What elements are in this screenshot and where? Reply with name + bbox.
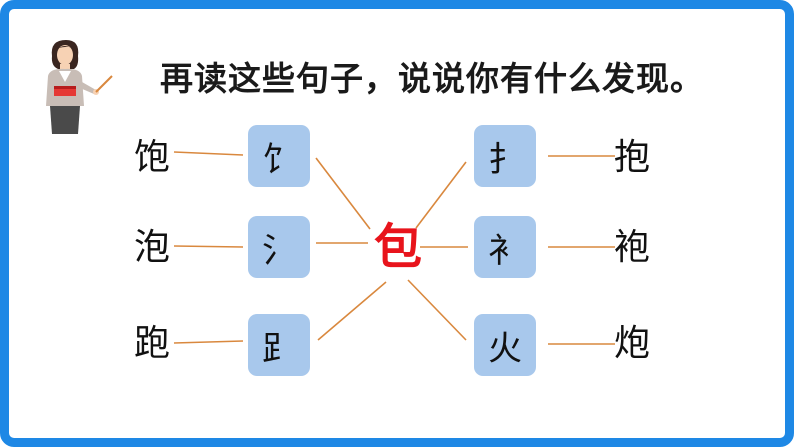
left-char-2: 泡 (133, 227, 170, 268)
connector-center-br (407, 279, 467, 341)
right-radical-tile-3: 火 (474, 314, 536, 376)
left-radical-tile-3: ⻊ (248, 314, 310, 376)
connector-left-3 (173, 340, 244, 344)
right-char-1: 抱 (613, 137, 650, 178)
connector-left-2 (173, 245, 244, 248)
connector-left-1 (173, 151, 244, 156)
right-char-3: 炮 (613, 323, 650, 364)
page-title: 再读这些句子，说说你有什么发现。 (160, 59, 704, 98)
left-radical-tile-1: 饣 (248, 125, 310, 187)
center-char: 包 (373, 219, 422, 275)
right-radical-tile-1: 扌 (474, 125, 536, 187)
left-radical-tile-2: 氵 (248, 216, 310, 278)
left-char-1: 饱 (133, 137, 170, 178)
connector-center-bl (317, 281, 387, 341)
right-char-2: 袍 (613, 227, 650, 268)
connector-center-tr (415, 161, 467, 229)
left-char-3: 跑 (133, 323, 170, 364)
right-radical-tile-2: 衤 (474, 216, 536, 278)
teacher-pointing-icon (46, 40, 113, 134)
connector-center-tl (315, 157, 371, 230)
